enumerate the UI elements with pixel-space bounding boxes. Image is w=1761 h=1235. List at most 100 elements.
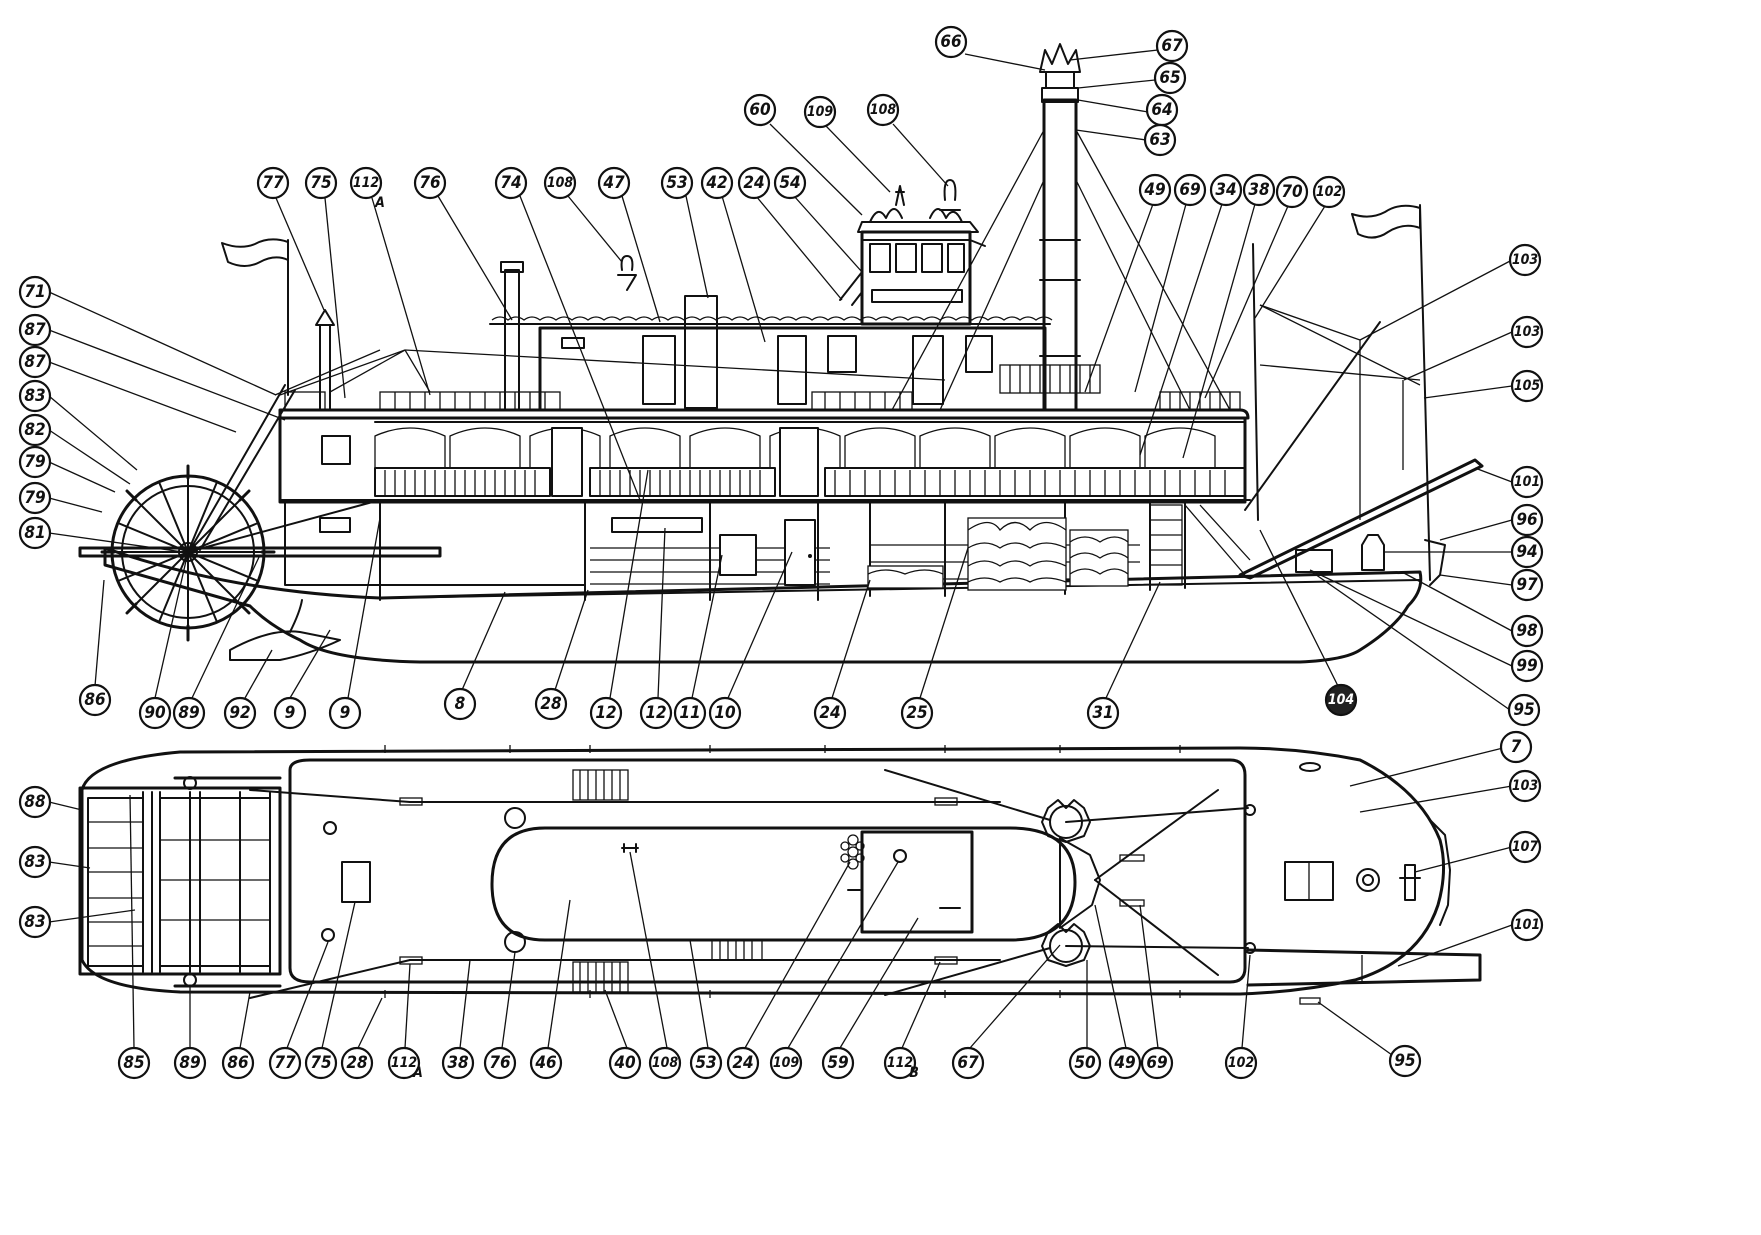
plan-mast-step-stbd xyxy=(1244,942,1256,954)
plan-stovepipe-76-top xyxy=(504,807,526,829)
callout-number: 28 xyxy=(346,1053,368,1073)
side-callout-105: 105 xyxy=(1510,369,1544,403)
plan-capstan-core xyxy=(1362,874,1374,886)
side-callout-63: 63 xyxy=(1143,123,1177,157)
plan-109-cap xyxy=(893,849,907,863)
plan-callout-83: 83 xyxy=(18,905,52,939)
side-callout-92: 92 xyxy=(223,696,257,730)
bow-rigging xyxy=(1259,304,1421,520)
side-callout-75: 75 xyxy=(304,166,338,200)
callout-number: 38 xyxy=(447,1053,469,1073)
callout-number: 87 xyxy=(24,320,46,340)
railing-balusters xyxy=(384,470,1226,495)
callout-number: 76 xyxy=(419,173,441,193)
hull-sheer-line xyxy=(379,579,1421,599)
callout-number: 66 xyxy=(940,32,962,52)
side-callout-76: 76 xyxy=(413,166,447,200)
main-deck-door-11 xyxy=(719,534,757,576)
landing-stage-101 xyxy=(1238,458,1484,580)
callout-number: 9 xyxy=(285,703,296,723)
plan-callout-86: 86 xyxy=(221,1046,255,1080)
side-callout-12: 12 xyxy=(639,696,673,730)
side-callout-10: 10 xyxy=(708,696,742,730)
plan-bow-vent xyxy=(1299,762,1321,772)
plan-callout-85: 85 xyxy=(117,1046,151,1080)
plan-landing-stage xyxy=(1246,948,1482,987)
side-callout-38: 38 xyxy=(1242,173,1276,207)
plan-callout-89: 89 xyxy=(173,1046,207,1080)
side-callout-101: 101 xyxy=(1510,465,1544,499)
callout-number: 65 xyxy=(1159,68,1180,88)
plan-firewood xyxy=(840,834,865,870)
callout-number: 81 xyxy=(24,523,45,543)
side-callout-108: 108 xyxy=(543,166,577,200)
plan-guy-lines xyxy=(249,769,1249,999)
callout-number: 95 xyxy=(1513,700,1534,720)
side-callout-96: 96 xyxy=(1510,503,1544,537)
callout-number: 76 xyxy=(489,1053,511,1073)
rudder-92 xyxy=(229,630,341,661)
callout-number: 53 xyxy=(666,173,687,193)
callout-number: 77 xyxy=(274,1053,296,1073)
callout-number: 103 xyxy=(1514,324,1541,340)
bow-jackstaff xyxy=(1419,204,1431,581)
plan-callout-53: 53 xyxy=(689,1046,723,1080)
callout-number: 75 xyxy=(310,1053,331,1073)
plan-skylight xyxy=(490,826,1077,942)
callout-number: 101 xyxy=(1514,917,1540,933)
side-callout-95: 95 xyxy=(1507,693,1541,727)
callout-number: 74 xyxy=(500,173,521,193)
side-callout-70: 70 xyxy=(1275,175,1309,209)
plan-stack-breeching xyxy=(1059,837,1101,929)
callout-number: 103 xyxy=(1512,778,1539,794)
side-callout-42: 42 xyxy=(700,166,734,200)
callout-number: 40 xyxy=(613,1053,636,1073)
plan-pilot-house xyxy=(860,830,974,934)
plan-bitts-107 xyxy=(1399,864,1421,901)
side-callout-9: 9 xyxy=(273,696,307,730)
callout-number: 85 xyxy=(123,1053,144,1073)
callout-number: 102 xyxy=(1228,1055,1255,1071)
side-callout-103: 103 xyxy=(1510,315,1544,349)
side-callout-99: 99 xyxy=(1510,649,1544,683)
side-callout-90: 90 xyxy=(138,696,172,730)
aft-flag xyxy=(221,238,289,267)
callout-number: 112 xyxy=(887,1055,914,1071)
callout-number: 79 xyxy=(24,452,45,472)
side-callout-12: 12 xyxy=(589,696,623,730)
side-callout-82: 82 xyxy=(18,413,52,447)
callout-number: 10 xyxy=(714,703,736,723)
side-callout-79: 79 xyxy=(18,481,52,515)
plan-callout-24: 24 xyxy=(726,1046,760,1080)
pilot-house xyxy=(839,208,986,326)
plan-callout-107: 107 xyxy=(1508,830,1542,864)
side-callout-69: 69 xyxy=(1173,173,1207,207)
plan-callout-102: 102 xyxy=(1224,1046,1258,1080)
side-callout-89: 89 xyxy=(172,696,206,730)
plan-paddlewheel xyxy=(78,776,282,988)
callout-suffix: A xyxy=(374,195,385,211)
callout-number: 28 xyxy=(540,694,562,714)
side-callout-11: 11 xyxy=(673,696,707,730)
side-callout-24: 24 xyxy=(813,696,847,730)
stovepipe-77-cap xyxy=(315,309,335,326)
callout-number: 24 xyxy=(743,173,764,193)
plan-stairs xyxy=(572,769,763,993)
side-callout-98: 98 xyxy=(1510,614,1544,648)
callout-number: 42 xyxy=(705,173,727,193)
callout-number: 108 xyxy=(870,102,897,118)
plan-stack-heads xyxy=(1041,799,1091,967)
cabin-door-center xyxy=(779,427,819,497)
plan-callout-40: 40 xyxy=(608,1046,642,1080)
whistle-108-aft xyxy=(617,255,637,291)
plan-callout-95: 95 xyxy=(1388,1044,1422,1078)
callout-number: 98 xyxy=(1516,621,1538,641)
aft-stovepipe-cap xyxy=(500,261,524,273)
plan-callout-108: 108 xyxy=(648,1046,682,1080)
plan-hull-outline xyxy=(80,746,1446,996)
plan-callout-83: 83 xyxy=(18,845,52,879)
callout-number: 112 xyxy=(391,1055,418,1071)
side-callout-97: 97 xyxy=(1510,568,1544,602)
